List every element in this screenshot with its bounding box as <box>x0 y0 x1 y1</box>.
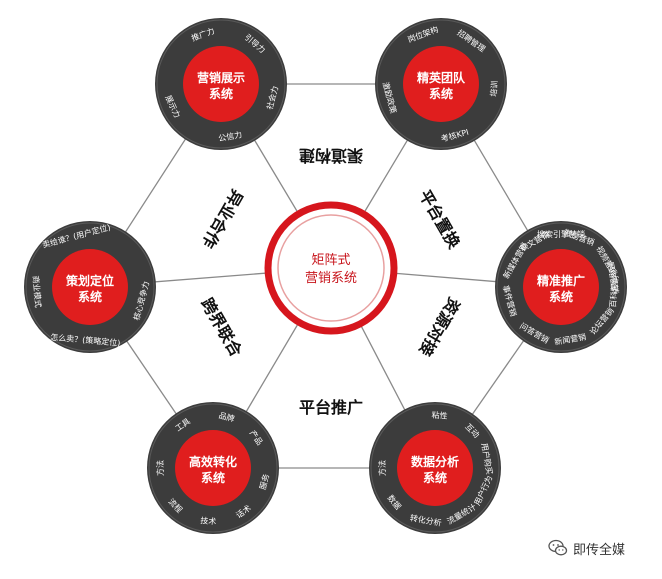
node-title-line2: 系统 <box>201 470 225 485</box>
node-tag: 公信力 <box>218 129 243 143</box>
node-core <box>397 430 473 506</box>
edge-label-lower-left: 跨界联合 <box>197 295 246 361</box>
node-core <box>523 249 599 325</box>
system-nodes: 营销展示系统推广力引导力社会力公信力展示力精英团队系统岗位架构招聘管理培训考核K… <box>24 18 627 534</box>
node-core <box>183 46 259 122</box>
node-tag: 方法 <box>155 460 165 476</box>
node-efficient-conversion: 高效转化系统工具品牌产品服务话术技术流程方法 <box>147 402 279 534</box>
node-tag: 搜索引擎营销 <box>537 229 585 239</box>
center-title-line1: 矩阵式 <box>311 253 350 268</box>
node-title-line1: 精准推广 <box>537 273 585 288</box>
node-tag: 技术 <box>200 515 217 526</box>
node-ring-edge <box>25 222 155 352</box>
center-inner-ring <box>277 214 385 322</box>
node-title-line1: 数据分析 <box>411 454 459 469</box>
node-ring-edge <box>148 403 278 533</box>
edge-label-top: 渠道构建 <box>299 146 363 165</box>
center-hub: 矩阵式 营销系统 <box>264 201 398 335</box>
node-title-line2: 系统 <box>78 289 102 304</box>
node-ring-edge <box>370 403 500 533</box>
node-title-line1: 精英团队 <box>417 70 466 85</box>
edge-label-upper-left: 异业合作 <box>198 186 246 251</box>
edge-label-bottom: 平台推广 <box>299 398 363 417</box>
node-ring-edge <box>376 19 506 149</box>
node-tag: 品牌 <box>218 410 236 424</box>
watermark-text: 即传全媒 <box>573 542 626 558</box>
node-title-line2: 系统 <box>429 86 453 101</box>
node-title-line2: 系统 <box>549 289 573 304</box>
node-precision-promotion: 精准推广系统微信营销视频营销百科营销论坛营销新闻营销问答营销事件营销新媒体营销软… <box>495 221 627 353</box>
node-tag: 百科营销 <box>607 275 620 308</box>
node-title-line2: 系统 <box>209 86 233 101</box>
node-core <box>175 430 251 506</box>
node-core <box>403 46 479 122</box>
watermark: 即传全媒 <box>548 536 658 560</box>
node-core <box>52 249 128 325</box>
node-tag: 培训 <box>488 80 499 97</box>
node-title-line1: 营销展示 <box>197 70 245 85</box>
node-title-line1: 高效转化 <box>189 454 237 469</box>
node-title-line1: 策划定位 <box>66 273 114 288</box>
node-tag: 方法 <box>377 460 387 476</box>
edge-label-upper-right: 平台置换 <box>415 187 464 253</box>
center-title-line2: 营销系统 <box>305 271 357 286</box>
node-tag: 商业模式 <box>31 275 44 308</box>
node-tag: 服务 <box>257 473 271 491</box>
wechat-icon <box>548 539 568 556</box>
edge-label-lower-right: 资源对接 <box>415 294 463 359</box>
node-tag: 粘性 <box>431 410 448 421</box>
node-elite-team: 精英团队系统岗位架构招聘管理培训考核KPI激励政策 <box>375 18 507 150</box>
node-ring-edge <box>496 222 626 352</box>
node-marketing-display: 营销展示系统推广力引导力社会力公信力展示力 <box>155 18 287 150</box>
node-ring-edge <box>156 19 286 149</box>
node-title-line2: 系统 <box>423 470 447 485</box>
